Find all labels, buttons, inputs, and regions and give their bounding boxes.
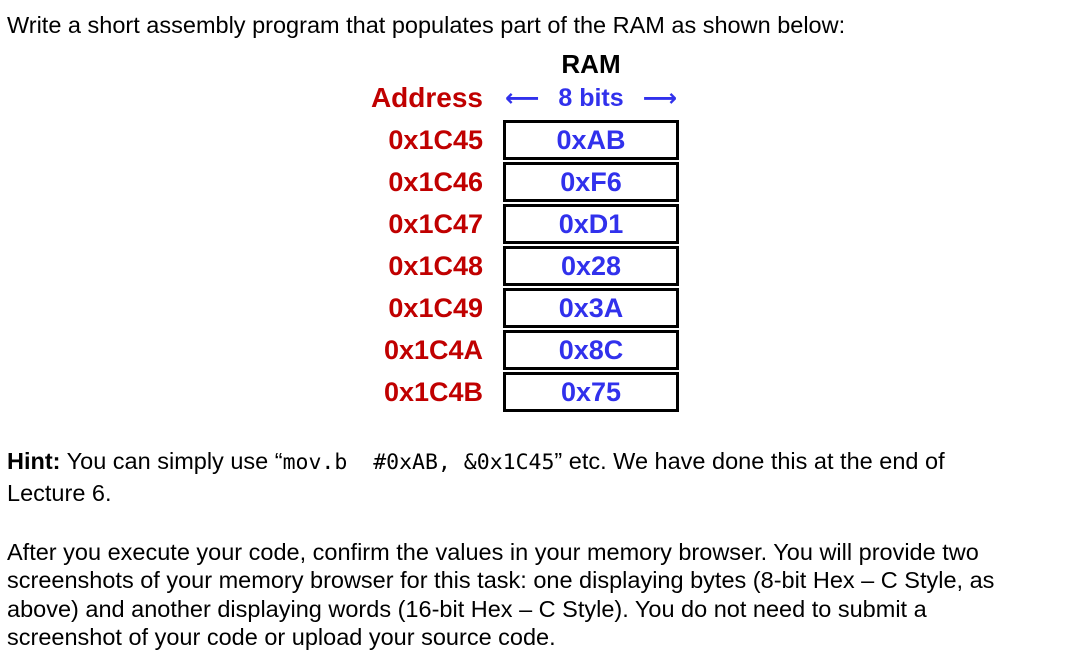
ram-title-row: RAM xyxy=(373,48,679,80)
address-label: 0x1C45 xyxy=(388,124,483,155)
paragraph-line: screenshot of your code or upload your s… xyxy=(7,624,556,651)
intro-text: Write a short assembly program that popu… xyxy=(7,12,846,38)
memory-row: 0x1C45 0xAB xyxy=(373,120,679,160)
hint-text-before-code: You can simply use “ xyxy=(60,448,283,474)
memory-cell: 0xD1 xyxy=(503,204,679,244)
bits-width-indicator: ⟵ 8 bits ⟶ xyxy=(503,80,679,116)
memory-row: 0x1C46 0xF6 xyxy=(373,162,679,202)
address-label: 0x1C49 xyxy=(388,292,483,323)
hint-paragraph: Hint: You can simply use “mov.b #0xAB, &… xyxy=(7,446,945,509)
hint-line-1: Hint: You can simply use “mov.b #0xAB, &… xyxy=(7,446,945,478)
cell-value: 0xF6 xyxy=(560,166,622,197)
address-label: 0x1C46 xyxy=(388,166,483,197)
cell-value: 0x8C xyxy=(558,334,624,365)
address-label: 0x1C4A xyxy=(383,334,483,365)
cell-value: 0x75 xyxy=(560,376,622,407)
hint-code-snippet: mov.b #0xAB, &0x1C45 xyxy=(282,450,555,475)
memory-row: 0x1C47 0xD1 xyxy=(373,204,679,244)
memory-cell: 0x3A xyxy=(503,288,679,328)
left-arrow-icon: ⟵ xyxy=(505,84,540,112)
cell-value: 0x3A xyxy=(558,292,624,323)
address-column-header: Address xyxy=(370,82,483,113)
memory-row: 0x1C49 0x3A xyxy=(373,288,679,328)
address-label: 0x1C47 xyxy=(388,208,483,239)
hint-label: Hint: xyxy=(7,448,61,474)
memory-cell: 0x75 xyxy=(503,372,679,412)
ram-title: RAM xyxy=(561,48,621,79)
paragraph-line: screenshots of your memory browser for t… xyxy=(7,567,995,594)
address-label: 0x1C48 xyxy=(388,250,483,281)
memory-row: 0x1C4B 0x75 xyxy=(373,372,679,412)
memory-row: 0x1C4A 0x8C xyxy=(373,330,679,370)
address-label: 0x1C4B xyxy=(383,376,483,407)
ram-diagram: RAM Address ⟵ 8 bits ⟶ 0x1C45 0xAB 0x1C4… xyxy=(370,48,679,412)
paragraph-line: After you execute your code, confirm the… xyxy=(7,539,979,565)
cell-value: 0x28 xyxy=(560,250,622,281)
memory-cell: 0xF6 xyxy=(503,162,679,202)
hint-text-after-code: ” etc. We have done this at the end of xyxy=(554,448,945,474)
right-arrow-icon: ⟶ xyxy=(642,84,677,112)
ram-title-spacer xyxy=(373,48,503,80)
memory-cell: 0x28 xyxy=(503,246,679,286)
memory-cell: 0x8C xyxy=(503,330,679,370)
memory-cell: 0xAB xyxy=(503,120,679,160)
hint-line-2: Lecture 6. xyxy=(7,480,112,506)
cell-value: 0xD1 xyxy=(558,208,624,239)
closing-paragraph: After you execute your code, confirm the… xyxy=(7,538,994,652)
diagram-header-row: Address ⟵ 8 bits ⟶ xyxy=(370,80,679,116)
memory-row: 0x1C48 0x28 xyxy=(373,246,679,286)
cell-value: 0xAB xyxy=(556,124,626,155)
bits-label: 8 bits xyxy=(558,83,624,112)
paragraph-line: above) and another displaying words (16-… xyxy=(7,595,927,622)
